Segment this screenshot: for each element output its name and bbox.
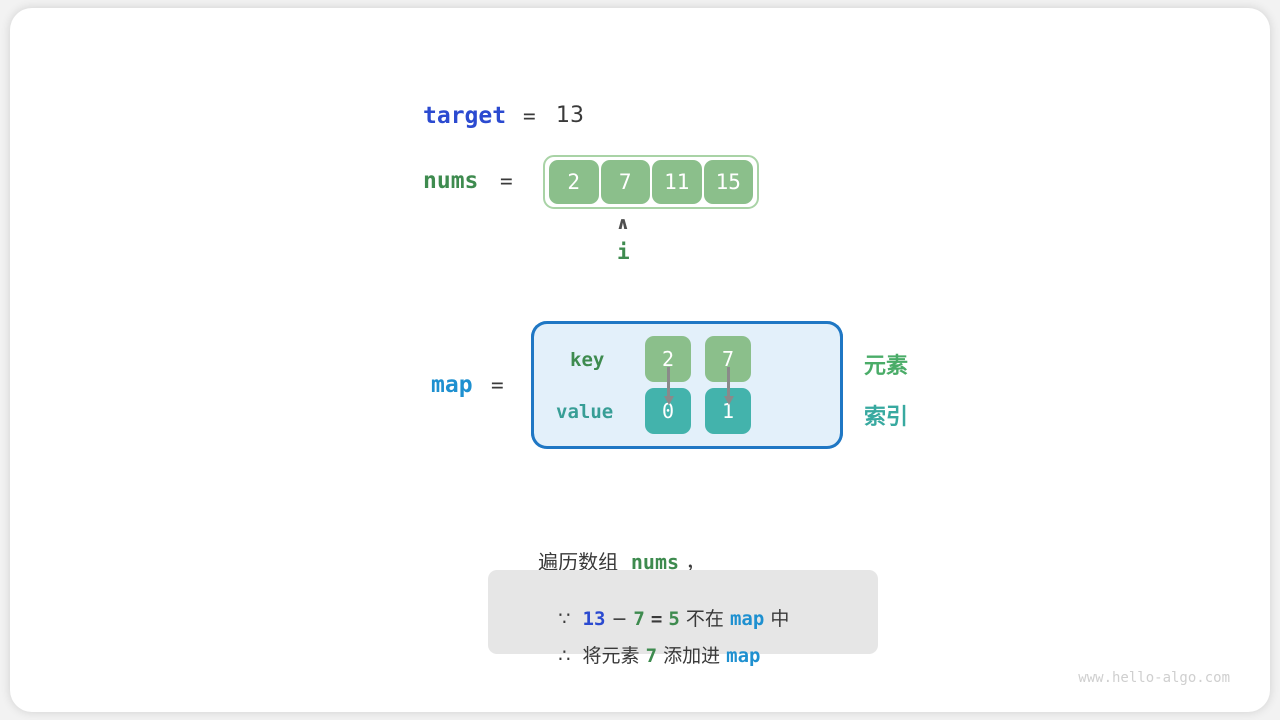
- target-label: target: [423, 103, 507, 129]
- legend-element-label: 元素: [864, 354, 909, 379]
- note2-text-start: 将元素: [582, 645, 640, 667]
- caption-suffix: ，: [685, 550, 706, 574]
- note-box: ∵ 13 − 7 = 5 不在 map 中 ∴ 将元素 7 添加进 map: [488, 570, 878, 667]
- because-symbol-icon: ∵: [558, 608, 571, 630]
- map-kv-arrow-icon: [667, 367, 670, 398]
- watermark: www.hello-algo.com: [1078, 670, 1230, 686]
- note2-text-mid: 添加进: [663, 645, 721, 667]
- map-label: map: [431, 372, 473, 398]
- note-operand-a: 13: [582, 608, 606, 630]
- note-operand-b: 7: [633, 608, 645, 630]
- note-line-1: ∵ 13 − 7 = 5 不在 map 中: [510, 582, 789, 653]
- nums-cell: 11: [652, 160, 702, 204]
- note2-map-ref: map: [726, 645, 761, 667]
- map-value-cell: 1: [705, 388, 751, 434]
- map-equals: =: [491, 373, 504, 397]
- pointer-label: i: [617, 240, 630, 264]
- note-text-mid: 不在: [685, 608, 724, 630]
- note2-element: 7: [645, 645, 658, 667]
- map-box: key value 2 0 7 1: [531, 321, 843, 449]
- diagram-card: target = 13 nums = 2 7 11 15 ∧ i map = k…: [10, 8, 1270, 712]
- nums-equals: =: [500, 169, 513, 193]
- note-text-end: 中: [770, 608, 790, 630]
- note-line-2: ∴ 将元素 7 添加进 map: [510, 619, 760, 690]
- note-result: 5: [668, 608, 680, 630]
- therefore-symbol-icon: ∴: [558, 645, 571, 667]
- nums-label: nums: [423, 168, 479, 194]
- nums-cell: 2: [549, 160, 599, 204]
- legend-index-label: 索引: [864, 405, 909, 430]
- nums-array: 2 7 11 15: [543, 155, 759, 209]
- target-value: 13: [556, 103, 584, 128]
- nums-cell: 7: [600, 160, 650, 204]
- map-kv-arrow-icon: [727, 367, 730, 398]
- note-equals: =: [650, 608, 663, 630]
- map-key-label: key: [570, 349, 605, 371]
- map-value-label: value: [556, 401, 614, 423]
- pointer-caret-icon: ∧: [616, 214, 630, 234]
- nums-cell: 15: [703, 160, 753, 204]
- target-equals: =: [523, 104, 536, 128]
- note-map-ref: map: [729, 608, 765, 630]
- note-minus: −: [611, 608, 628, 630]
